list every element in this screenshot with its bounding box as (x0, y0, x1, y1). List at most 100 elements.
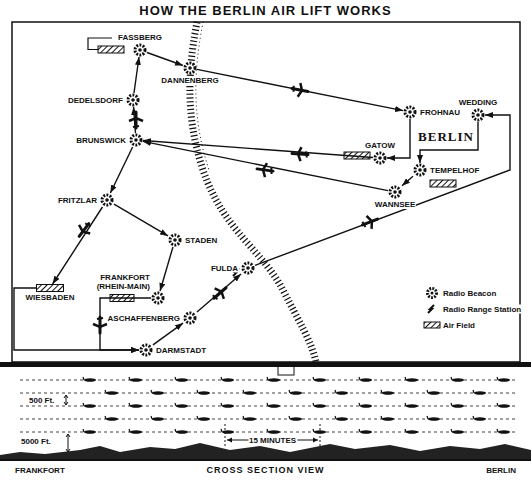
radio-beacon-node: FULDA (241, 261, 255, 275)
node-symbol (183, 61, 197, 75)
aircraft-profile (198, 391, 210, 395)
beacon-center (378, 156, 382, 160)
aircraft-tail (221, 429, 222, 432)
beacon-center (188, 316, 192, 320)
aircraft-icon (129, 112, 143, 128)
node-symbol (129, 133, 143, 147)
aircraft-tail (381, 390, 382, 393)
node-symbol (168, 233, 182, 247)
aircraft-tail (313, 403, 314, 406)
section-divider (0, 362, 531, 367)
aircraft-tail (427, 390, 428, 393)
aircraft-profile (84, 378, 96, 382)
aircraft-icon (74, 219, 95, 240)
place-name: FROHNAU (419, 108, 461, 117)
beacon-symbol (405, 107, 415, 117)
aircraft-profile (498, 378, 510, 382)
radio-beacon-node: FROHNAU (403, 105, 417, 119)
flight-route (114, 204, 168, 236)
radio-beacon-node: TEMPELHOF (413, 163, 427, 177)
aircraft-tail (473, 390, 474, 393)
aircraft-profile (244, 391, 256, 395)
radio-beacon-node: BRUNSWICK (129, 133, 143, 147)
aircraft-profile (498, 404, 510, 408)
aircraft-profile (176, 430, 188, 434)
legend-symbols (424, 289, 440, 329)
aircraft-tail (129, 429, 130, 432)
radio-beacon-node: DANNENBERG (183, 61, 197, 75)
radio-beacon-node: WEDDING (471, 108, 485, 122)
aircraft-tail (313, 377, 314, 380)
air-field-symbol (424, 322, 440, 328)
radio-beacon-node: WANNSEE (388, 185, 402, 199)
aircraft-profile (474, 391, 486, 395)
flight-route (153, 323, 183, 345)
cross-section (0, 362, 531, 461)
terrain-profile (0, 443, 531, 460)
place-name: DARMSTADT (155, 346, 207, 355)
aircraft-profile (244, 417, 256, 421)
aircraft-profile (406, 404, 418, 408)
node-symbol (36, 284, 64, 292)
aircraft-tail (497, 377, 498, 380)
beacon-symbol (102, 195, 112, 205)
legend-text: Air Field (443, 321, 475, 330)
aircraft-tail (267, 403, 268, 406)
aircraft (74, 82, 380, 333)
aircraft-tail (359, 377, 360, 380)
aircraft-tail (335, 390, 336, 393)
aircraft-tail (83, 429, 84, 432)
radio-beacon-node: STADEN (168, 233, 182, 247)
aircraft-profile (290, 417, 302, 421)
endpoint-label: FRANKFORT (14, 466, 66, 475)
place-name: WANNSEE (374, 200, 416, 209)
node-symbol (139, 343, 153, 357)
aircraft-tail (83, 377, 84, 380)
place-name: ASCHAFFENBERG (107, 314, 181, 323)
aircraft-profile (314, 404, 326, 408)
place-name: DANNENBERG (160, 76, 219, 85)
aircraft-tail (451, 429, 452, 432)
radio-beacon-node: FRITZLAR (100, 193, 114, 207)
radio-beacon-node: ASCHAFFENBERG (183, 311, 197, 325)
height-label: 5000 Ft. (20, 437, 52, 446)
beacon-symbol (185, 63, 195, 73)
aircraft-profile (130, 378, 142, 382)
aircraft-profile (152, 391, 164, 395)
aircraft-tail (197, 416, 198, 419)
aircraft-profile (360, 430, 372, 434)
aircraft-tail (243, 416, 244, 419)
flight-route (147, 53, 183, 66)
flight-route (134, 107, 136, 133)
aircraft-tail (427, 416, 428, 419)
beacon-symbol (375, 153, 385, 163)
aircraft-profile (198, 417, 210, 421)
height-label: 500 Ft. (28, 395, 55, 404)
node-symbol (133, 43, 147, 57)
legend-entry: Radio Beacon (442, 289, 497, 298)
beacon-center (144, 348, 148, 352)
beacon-symbol (131, 135, 141, 145)
beacon-center (105, 198, 109, 202)
node-symbol (183, 311, 197, 325)
aircraft-tail (289, 390, 290, 393)
range-station-symbol (428, 305, 434, 313)
node-symbol (388, 185, 402, 199)
beacon-center (476, 113, 480, 117)
beacon-center (173, 238, 177, 242)
aircraft-profile (314, 378, 326, 382)
aircraft-profile (452, 404, 464, 408)
legend-text: Radio Range Station (443, 305, 521, 314)
flight-route (143, 141, 388, 190)
beacon-symbol (135, 45, 145, 55)
aircraft-profile (268, 430, 280, 434)
aircraft-tail (197, 390, 198, 393)
aircraft-profile (290, 391, 302, 395)
aircraft-box (278, 366, 294, 375)
aircraft-profile (336, 391, 348, 395)
aircraft-profile (130, 404, 142, 408)
aircraft-profile (382, 417, 394, 421)
aircraft-tail (151, 416, 152, 419)
